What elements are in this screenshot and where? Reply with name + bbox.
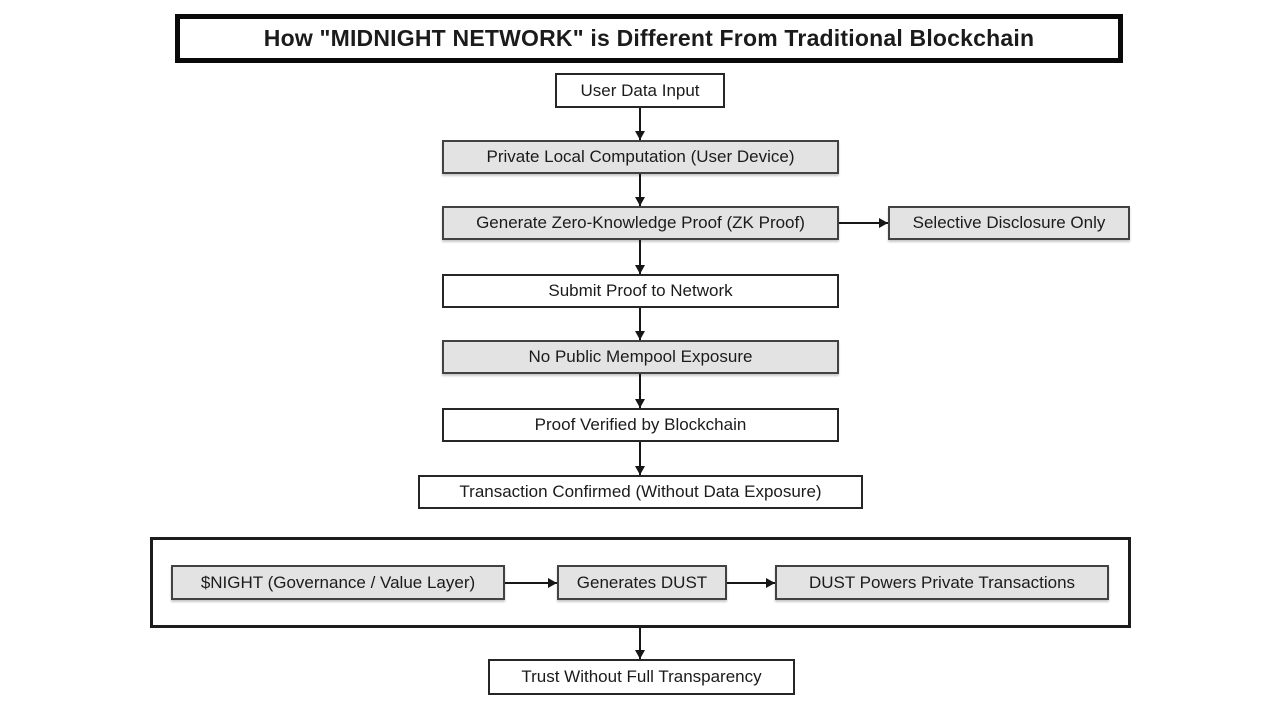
node-night-governance: $NIGHT (Governance / Value Layer) [171, 565, 505, 600]
node-trust-without-transparency: Trust Without Full Transparency [488, 659, 795, 695]
arrow-zk-proof-to-selective-disclosure-icon [839, 222, 888, 224]
node-transaction-confirmed: Transaction Confirmed (Without Data Expo… [418, 475, 863, 509]
arrow-night-to-generates-dust-icon [505, 582, 557, 584]
arrow-zk-proof-to-submit-proof-icon [639, 240, 641, 274]
arrow-generates-dust-to-dust-powers-icon [727, 582, 775, 584]
node-submit-proof: Submit Proof to Network [442, 274, 839, 308]
arrow-private-computation-to-zk-proof-icon [639, 174, 641, 206]
arrow-user-data-to-private-computation-icon [639, 108, 641, 140]
node-selective-disclosure: Selective Disclosure Only [888, 206, 1130, 240]
node-dust-powers: DUST Powers Private Transactions [775, 565, 1109, 600]
arrow-proof-verified-to-transaction-confirmed-icon [639, 442, 641, 475]
node-generate-zk-proof: Generate Zero-Knowledge Proof (ZK Proof) [442, 206, 839, 240]
node-proof-verified: Proof Verified by Blockchain [442, 408, 839, 442]
node-private-local-computation: Private Local Computation (User Device) [442, 140, 839, 174]
node-no-mempool-exposure: No Public Mempool Exposure [442, 340, 839, 374]
diagram-title: How "MIDNIGHT NETWORK" is Different From… [175, 14, 1123, 63]
arrow-token-group-to-trust-icon [639, 628, 641, 659]
arrow-no-mempool-to-proof-verified-icon [639, 374, 641, 408]
arrow-submit-proof-to-no-mempool-icon [639, 308, 641, 340]
node-generates-dust: Generates DUST [557, 565, 727, 600]
node-user-data-input: User Data Input [555, 73, 725, 108]
